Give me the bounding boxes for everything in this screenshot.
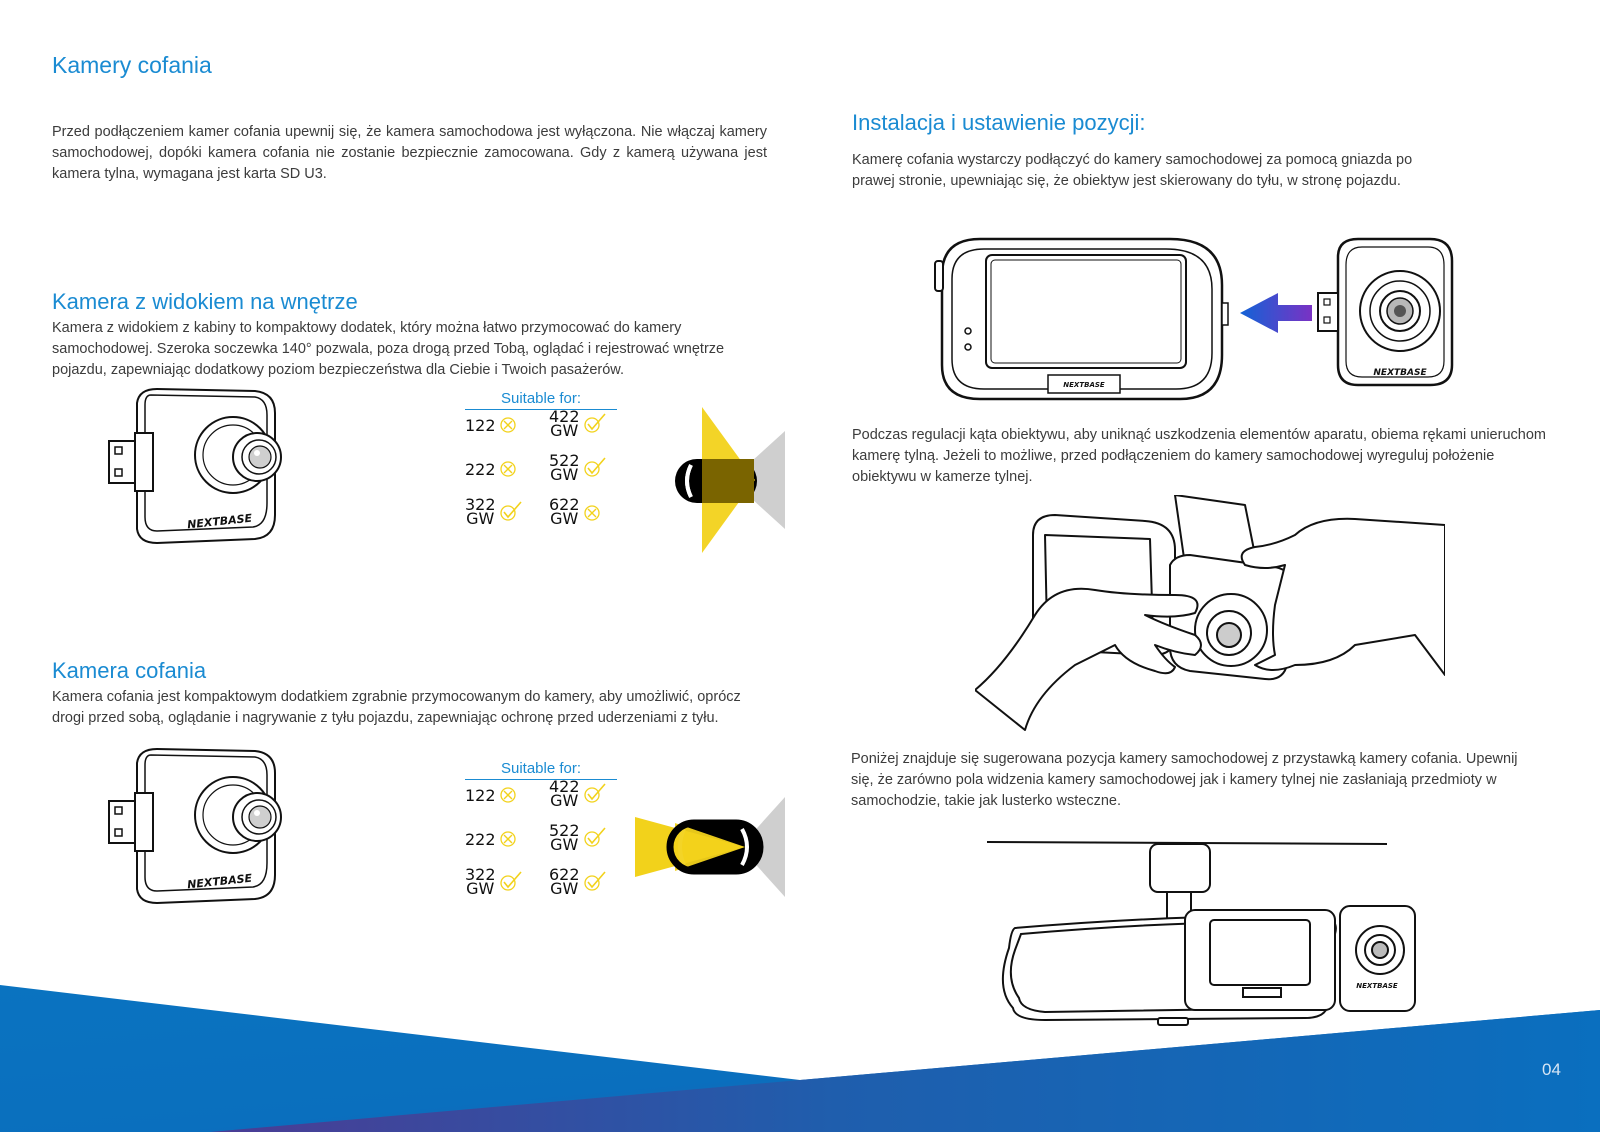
check-icon (584, 413, 606, 433)
connection-illustration: NEXTBASE NEXTBASE (934, 237, 1454, 401)
model-number: 622 (549, 495, 580, 514)
interior-camera-illustration: NEXTBASE (108, 387, 282, 545)
rear-text: Kamera cofania jest kompaktowym dodatkie… (52, 689, 741, 726)
install-text-1: Kamerę cofania wystarczy podłączyć do ka… (852, 152, 1413, 189)
check-icon (584, 871, 606, 891)
model-number: 422 (549, 777, 580, 796)
model-number: 222 (465, 830, 496, 849)
cross-icon (500, 417, 516, 433)
model-suffix: GW (466, 879, 495, 898)
check-icon (584, 457, 606, 477)
model-suffix: GW (550, 791, 579, 810)
check-icon (500, 871, 522, 891)
intro-text: Przed podłączeniem kamer cofania upewnij… (52, 124, 767, 182)
interior-fov-diagram (675, 407, 785, 553)
model-suffix: GW (550, 835, 579, 854)
model-suffix: GW (550, 421, 579, 440)
nextbase-logo: NEXTBASE (1356, 982, 1398, 990)
model-number: 422 (549, 407, 580, 426)
model-suffix: GW (550, 465, 579, 484)
model-number: 222 (465, 460, 496, 479)
install-text-2: Podczas regulacji kąta obiektywu, aby un… (852, 427, 1546, 485)
rear-heading: Kamera cofania (52, 658, 207, 683)
hands-adjusting-illustration (975, 495, 1445, 731)
nextbase-logo: NEXTBASE (1063, 381, 1105, 389)
model-suffix: GW (550, 509, 579, 528)
suitable-title: Suitable for: (465, 760, 617, 780)
cross-icon (500, 787, 516, 803)
rear-camera-illustration: NEXTBASE (108, 747, 282, 905)
mirror-position-illustration: NEXTBASE (986, 841, 1416, 1026)
cross-icon (500, 461, 516, 477)
model-suffix: GW (466, 509, 495, 528)
model-number: 322 (465, 865, 496, 884)
model-number: 122 (465, 786, 496, 805)
interior-heading: Kamera z widokiem na wnętrze (52, 289, 358, 314)
model-label: 122 (465, 416, 496, 435)
arrow-left-icon (1240, 293, 1312, 333)
install-heading: Instalacja i ustawienie pozycji: (852, 110, 1146, 135)
model-number: 122 (465, 416, 496, 435)
check-icon (584, 783, 606, 803)
suitable-title: Suitable for: (465, 390, 617, 410)
model-suffix: GW (550, 879, 579, 898)
model-label: 122 (465, 786, 496, 805)
page-title: Kamery cofania (52, 52, 212, 78)
model-number: 322 (465, 495, 496, 514)
nextbase-logo: NEXTBASE (1373, 368, 1427, 378)
model-number: 522 (549, 821, 580, 840)
interior-text: Kamera z widokiem z kabiny to kompaktowy… (52, 320, 725, 378)
model-number: 522 (549, 451, 580, 470)
check-icon (584, 827, 606, 847)
model-number: 622 (549, 865, 580, 884)
check-icon (500, 501, 522, 521)
cross-icon (584, 505, 600, 521)
install-text-3: Poniżej znajduje się sugerowana pozycja … (851, 751, 1518, 809)
cross-icon (500, 831, 516, 847)
page-number: 04 (1542, 1060, 1561, 1079)
rear-fov-diagram (635, 797, 785, 897)
model-label: 222 (465, 830, 496, 849)
model-label: 222 (465, 460, 496, 479)
